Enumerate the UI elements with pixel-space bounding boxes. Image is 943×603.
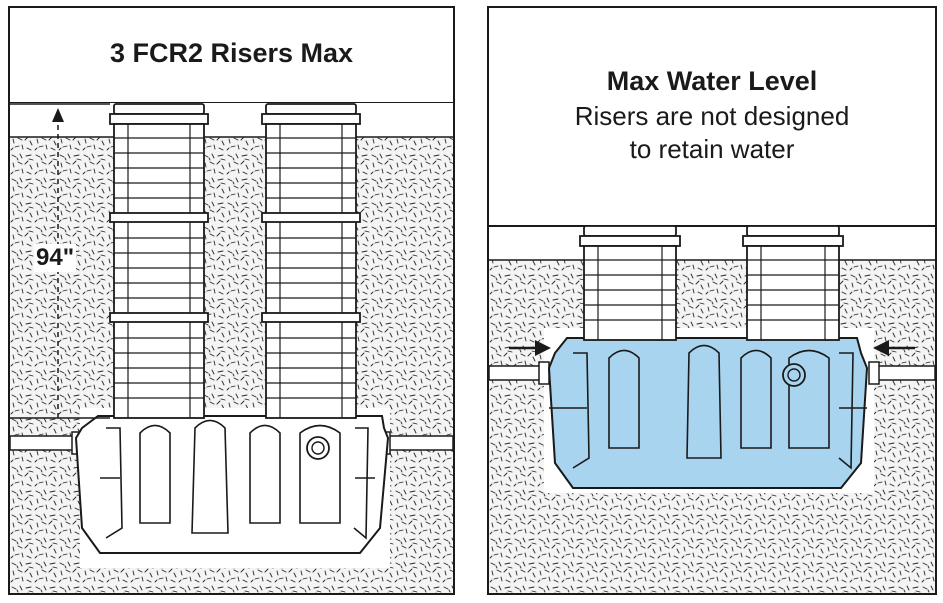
left-diagram-panel: 3 FCR2 Risers Max 94" — [8, 6, 455, 595]
outlet-pipe — [873, 365, 935, 381]
septic-tank-water-filled — [547, 337, 869, 489]
right-panel-subtitle-line2: to retain water — [629, 134, 795, 164]
riser-left — [579, 225, 681, 341]
riser-right — [742, 225, 844, 341]
water-level-arrow-right — [873, 340, 915, 356]
water-level-arrow-left — [509, 340, 551, 356]
riser-left — [109, 103, 209, 419]
left-panel-title: 3 FCR2 Risers Max — [109, 38, 354, 68]
right-diagram-panel: Max Water Level Risers are not designed … — [487, 6, 937, 595]
dimension-label: 94" — [34, 244, 77, 272]
right-panel-subtitle-line1: Risers are not designed — [574, 101, 850, 131]
outlet-pipe — [381, 435, 453, 451]
right-panel-title: Max Water Level — [606, 66, 818, 96]
right-diagram-svg — [489, 225, 935, 593]
septic-tank — [74, 415, 390, 554]
riser-right — [261, 103, 361, 419]
grade-gap — [10, 103, 453, 137]
dimension-arrow-94 — [10, 103, 110, 419]
left-diagram-svg — [10, 102, 453, 593]
